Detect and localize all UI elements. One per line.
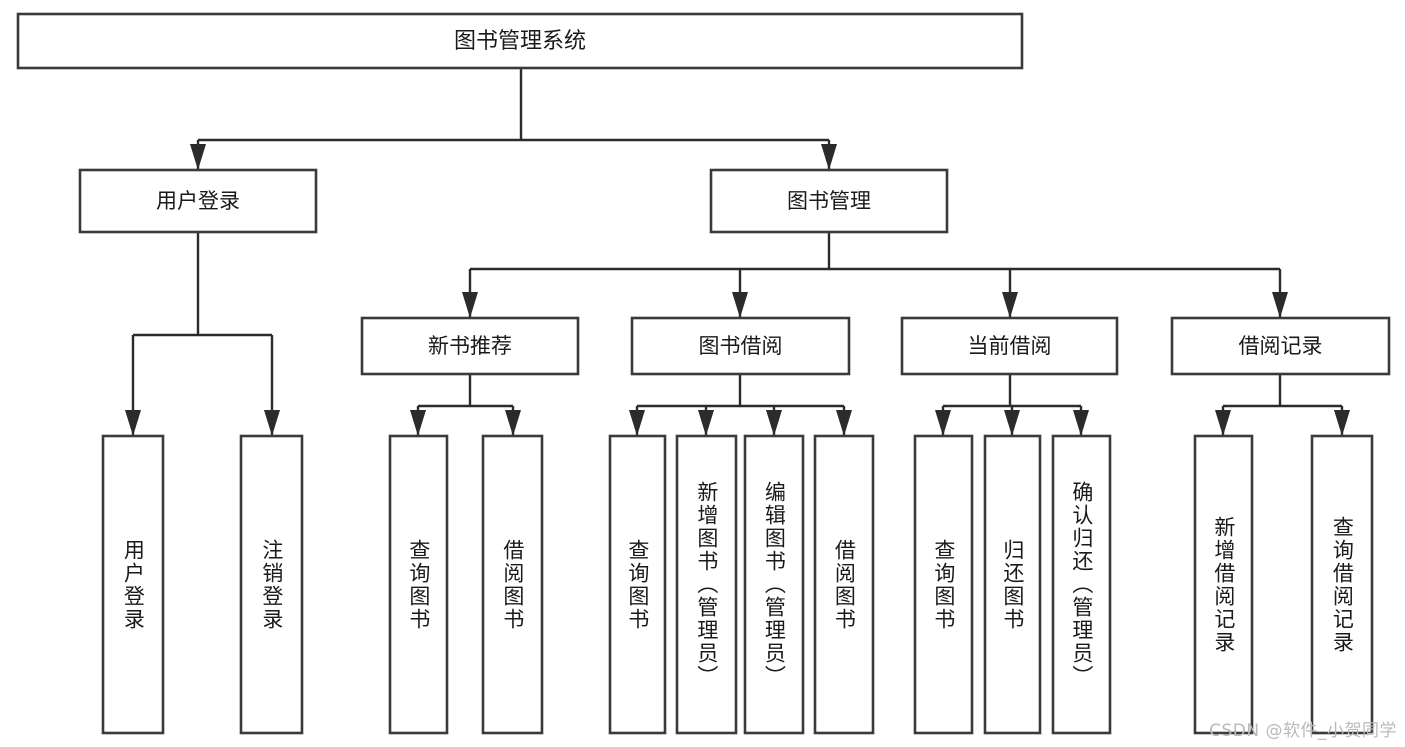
leaf-leaf-query-book-current-box [913, 434, 974, 735]
arrow-head-icon [821, 144, 837, 170]
node-current-borrow-label: 当前借阅 [968, 334, 1052, 358]
arrow-head-icon [190, 144, 206, 170]
watermark: CSDN @软件_小贺同学 [1209, 721, 1397, 741]
connector-layer [125, 68, 1350, 436]
leaf-leaf-user-login-box [101, 434, 165, 735]
arrow-head-icon [125, 410, 141, 436]
arrow-head-icon [462, 292, 478, 318]
node-new-book-recommend-box [360, 316, 580, 376]
leaf-leaf-add-record-box [1193, 434, 1254, 735]
leaf-leaf-edit-book-box [743, 434, 805, 735]
arrow-head-icon [1215, 410, 1231, 436]
arrow-head-icon [1334, 410, 1350, 436]
arrow-head-icon [264, 410, 280, 436]
node-borrow-record-label: 借阅记录 [1239, 334, 1323, 358]
node-book-manage-label: 图书管理 [787, 189, 871, 213]
arrow-head-icon [410, 410, 426, 436]
arrow-head-icon [629, 410, 645, 436]
arrow-head-icon [1002, 292, 1018, 318]
box-layer [16, 12, 1391, 735]
leaf-leaf-borrow-book-rec-box [481, 434, 544, 735]
node-borrow-record-box [1170, 316, 1391, 376]
arrow-head-icon [505, 410, 521, 436]
leaf-leaf-add-book-box [675, 434, 738, 735]
arrow-head-icon [732, 292, 748, 318]
arrow-head-icon [1272, 292, 1288, 318]
leaf-leaf-query-book-borrow-box [608, 434, 667, 735]
arrow-head-icon [766, 410, 782, 436]
leaf-leaf-user-logout-box [239, 434, 304, 735]
leaf-leaf-return-book-box [983, 434, 1042, 735]
arrow-head-icon [698, 410, 714, 436]
node-book-borrow-label: 图书借阅 [699, 334, 783, 358]
arrow-head-icon [935, 410, 951, 436]
node-user-login-box [78, 168, 318, 234]
leaf-leaf-borrow-book-box [813, 434, 875, 735]
root-node-label: 图书管理系统 [454, 29, 586, 54]
arrow-head-icon [836, 410, 852, 436]
arrow-head-icon [1004, 410, 1020, 436]
leaf-leaf-query-book-rec-box [388, 434, 449, 735]
node-new-book-recommend-label: 新书推荐 [428, 334, 512, 358]
root-node-box [16, 12, 1024, 70]
leaf-leaf-query-record-box [1310, 434, 1374, 735]
arrow-head-icon [1073, 410, 1089, 436]
leaf-leaf-confirm-return-box [1051, 434, 1112, 735]
node-user-login-label: 用户登录 [156, 189, 240, 213]
node-book-manage-box [709, 168, 949, 234]
node-book-borrow-box [630, 316, 851, 376]
node-current-borrow-box [900, 316, 1119, 376]
